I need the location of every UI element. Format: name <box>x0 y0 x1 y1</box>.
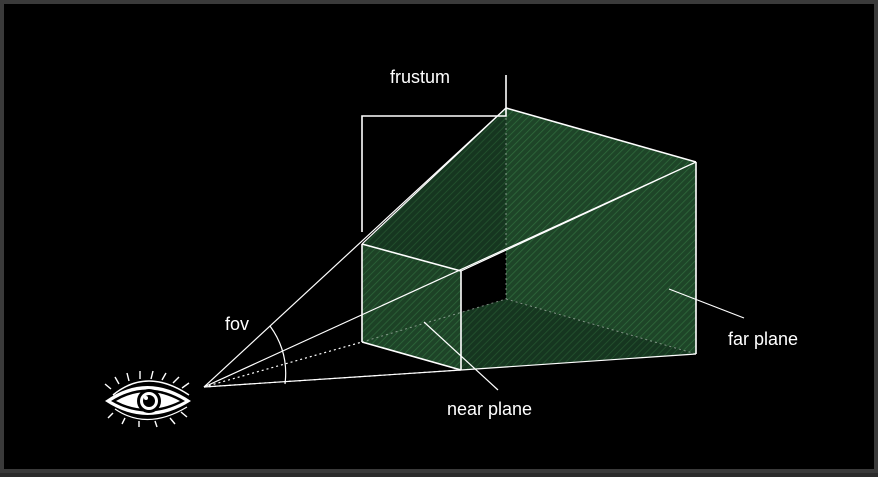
fov-label: fov <box>225 314 249 334</box>
far-plane-leader <box>668 288 745 319</box>
frustum-edges <box>361 107 697 371</box>
hidden-edges <box>203 108 697 388</box>
frustum-label: frustum <box>390 67 450 87</box>
near-plane-leader <box>423 321 499 391</box>
frustum-back-face <box>506 108 696 354</box>
near-plane-face <box>362 244 461 370</box>
far-plane-label: far plane <box>728 329 798 349</box>
fov-arc <box>269 325 287 385</box>
eye-icon <box>104 370 191 428</box>
frustum-diagram: frustum fov near plane far plane <box>104 67 798 428</box>
frustum-volume <box>362 108 696 370</box>
near-plane-label: near plane <box>447 399 532 419</box>
frustum-bracket <box>361 75 507 232</box>
